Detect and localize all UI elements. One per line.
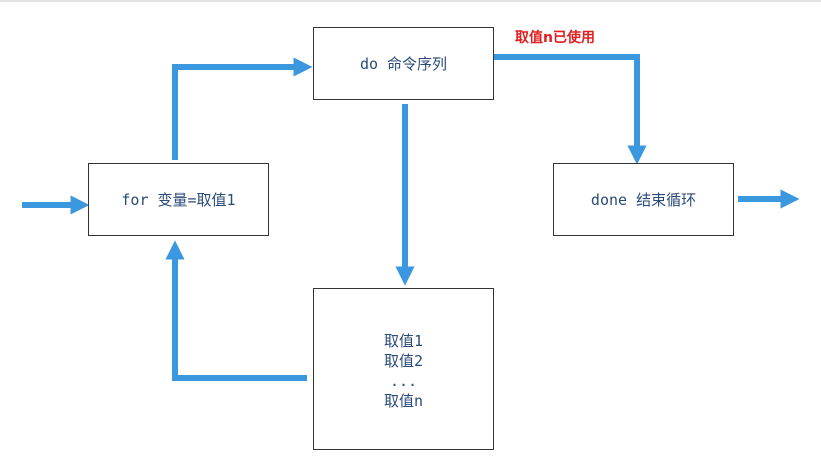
values-box: 取值1 取值2 ... 取值n (313, 288, 494, 450)
for-box: for 变量=取值1 (88, 163, 269, 236)
do-box-label: do 命令序列 (359, 55, 448, 73)
done-box: done 结束循环 (553, 163, 734, 236)
top-divider (0, 0, 821, 2)
do-box: do 命令序列 (313, 27, 494, 100)
for-to-do-arrow (172, 57, 313, 160)
value-item: 取值1 (383, 332, 424, 350)
do-to-done-arrow (494, 54, 647, 165)
value-ellipsis: ... (389, 372, 418, 390)
values-to-for-arrow (165, 240, 307, 381)
used-annotation: 取值n已使用 (515, 30, 595, 46)
for-box-label: for 变量=取值1 (121, 191, 236, 209)
value-item: 取值n (383, 392, 424, 410)
value-item: 取值2 (383, 352, 424, 370)
done-box-label: done 结束循环 (590, 191, 697, 209)
